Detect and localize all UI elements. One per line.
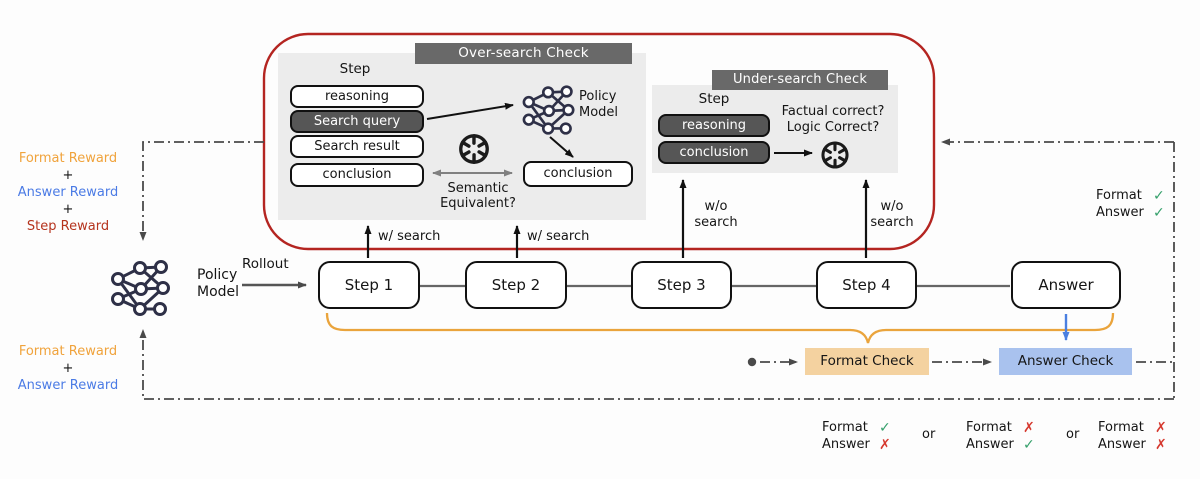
step-reward-feedback-line xyxy=(139,141,264,241)
trajectory-brace xyxy=(325,312,1115,344)
step-level-reward-label: Format Reward + Answer Reward + Step Rew… xyxy=(17,151,119,234)
answer-label: Answer xyxy=(966,437,1014,452)
check-chain-start-dot xyxy=(747,357,757,367)
w-search-label-2: w/ search xyxy=(527,229,590,244)
or-label-1: or xyxy=(922,427,936,442)
answer-label: Answer xyxy=(1098,437,1146,452)
under-search-step-label: Step xyxy=(698,91,730,107)
wo-search-label-1: w/o search xyxy=(694,199,738,230)
format-label: Format xyxy=(1098,420,1144,435)
outcome-pass: Format ✓ Answer ✓ xyxy=(1096,187,1165,221)
format-check-mark: ✓ xyxy=(879,419,891,436)
policy-model-label: Policy Model xyxy=(197,267,240,300)
outcome-alt-2: Format ✗ Answer ✓ xyxy=(966,419,1035,453)
format-label: Format xyxy=(1096,188,1142,203)
outcome-alt-1: Format ✓ Answer ✗ xyxy=(822,419,891,453)
w-search-label-1: w/ search xyxy=(378,229,441,244)
search-result-box: Search result xyxy=(290,135,424,158)
judge-questions-label: Factual correct? Logic Correct? xyxy=(781,104,885,135)
format-check-mark: ✗ xyxy=(1155,419,1167,436)
answer-label: Answer xyxy=(822,437,870,452)
answer-check-mark: ✓ xyxy=(1023,436,1035,453)
over-search-title: Over-search Check xyxy=(415,43,632,64)
answer-check-mark: ✓ xyxy=(1153,204,1165,221)
under-conclusion-box: conclusion xyxy=(658,141,770,164)
answer-box: Answer xyxy=(1011,261,1121,309)
answer-label: Answer xyxy=(1096,205,1144,220)
search-query-box: Search query xyxy=(290,110,424,133)
format-check-mark: ✓ xyxy=(1153,187,1165,204)
outcome-alt-3: Format ✗ Answer ✗ xyxy=(1098,419,1167,453)
wo-search-label-2: w/o search xyxy=(870,199,914,230)
answer-check-mark: ✗ xyxy=(879,436,891,453)
format-label: Format xyxy=(966,420,1012,435)
step-1-box: Step 1 xyxy=(318,261,420,309)
reasoning-box: reasoning xyxy=(290,85,424,108)
regenerated-conclusion-box: conclusion xyxy=(523,161,633,187)
format-label: Format xyxy=(822,420,868,435)
answer-check-mark: ✗ xyxy=(1155,436,1167,453)
step-2-box: Step 2 xyxy=(465,261,567,309)
under-search-title: Under-search Check xyxy=(712,70,888,90)
neural-network-icon xyxy=(111,260,170,316)
step-3-box: Step 3 xyxy=(631,261,732,309)
format-check-mark: ✗ xyxy=(1023,419,1035,436)
over-search-policy-model-label: Policy Model xyxy=(579,89,619,120)
outcome-reward-label: Format Reward + Answer Reward xyxy=(17,344,119,393)
semantic-equivalent-label: Semantic Equivalent? xyxy=(440,181,516,211)
or-label-2: or xyxy=(1066,427,1080,442)
answer-check-box: Answer Check xyxy=(999,348,1132,375)
format-check-box: Format Check xyxy=(805,348,929,375)
over-search-step-label: Step xyxy=(339,61,371,77)
step-4-box: Step 4 xyxy=(816,261,917,309)
under-reasoning-box: reasoning xyxy=(658,114,770,137)
conclusion-box: conclusion xyxy=(290,163,424,187)
rollout-label: Rollout xyxy=(242,256,289,272)
